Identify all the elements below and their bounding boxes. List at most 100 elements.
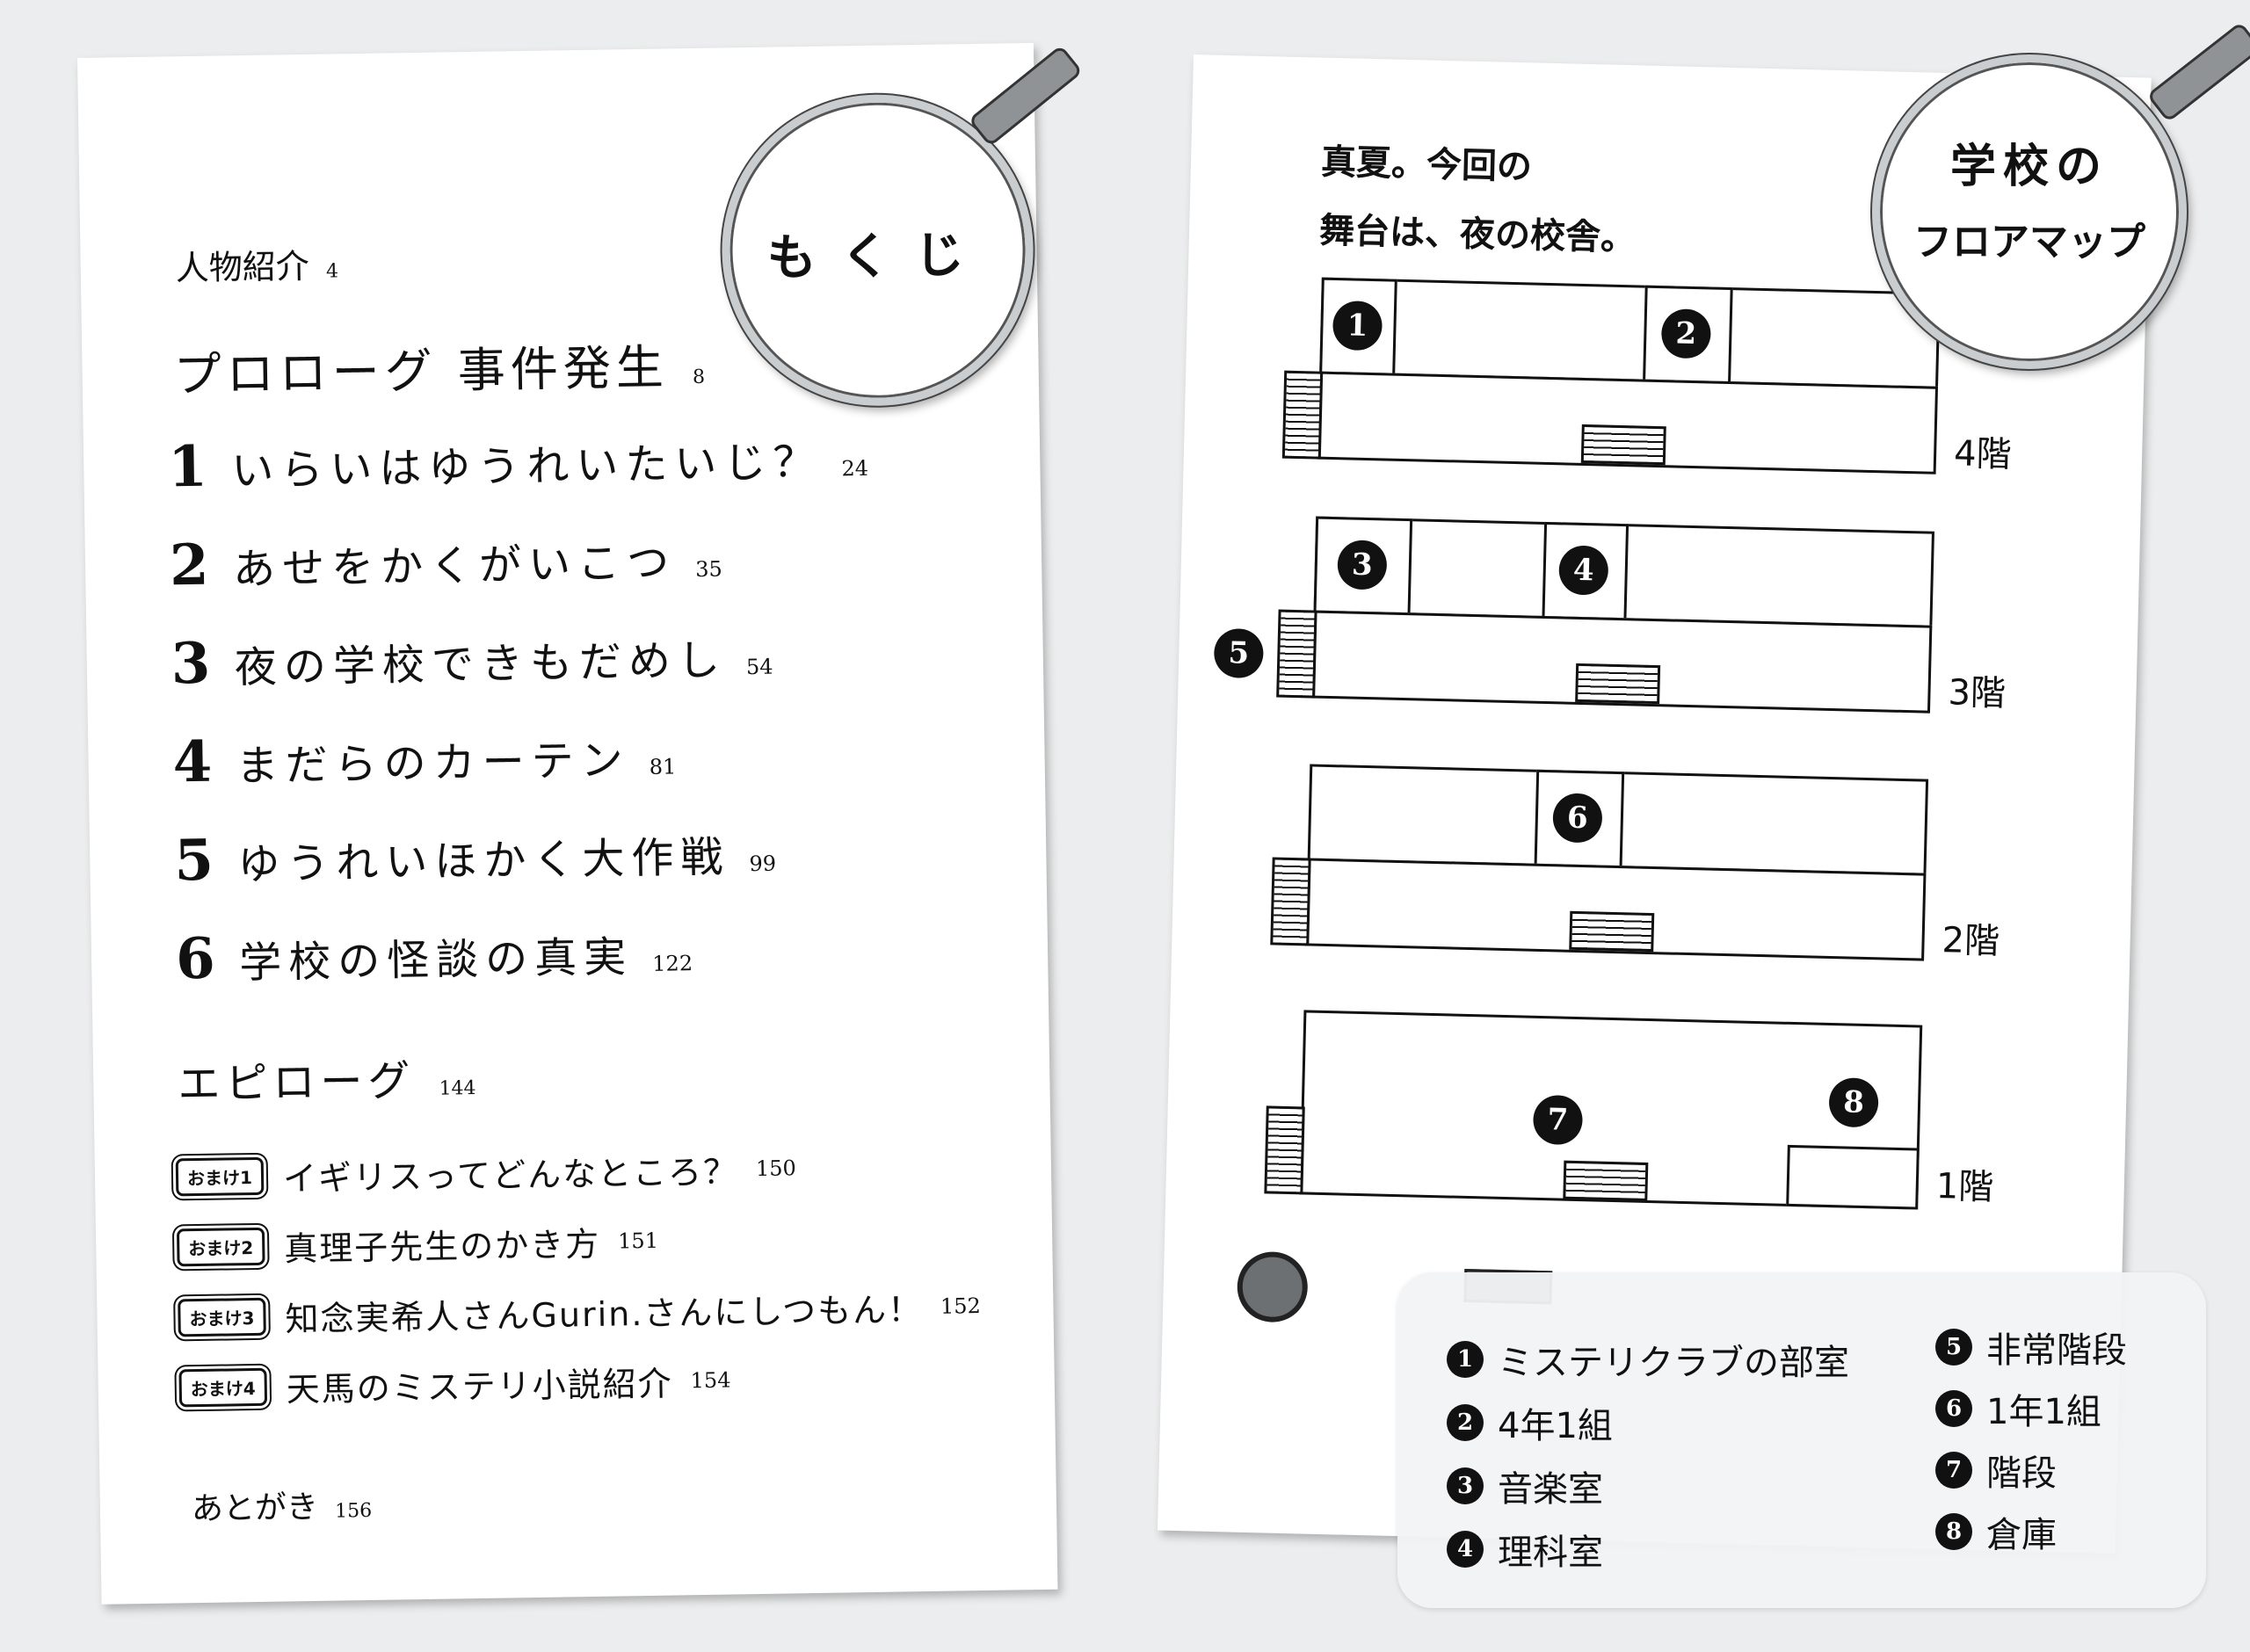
floor-4-rooms-row bbox=[1319, 277, 1941, 389]
stair-icon bbox=[1580, 424, 1666, 466]
toc-extras-list: おまけ1 イギリスってどんなところ？ 150 おまけ2 真理子先生のかき方 15… bbox=[175, 1140, 1024, 1443]
floor-2: 6 2階 bbox=[1270, 763, 2000, 964]
chapter-number: 3 bbox=[171, 630, 211, 698]
map-intro-line-1: 真夏。今回の bbox=[1320, 141, 1533, 188]
map-legend: 1 ミステリクラブの部室 2 4年1組 3 音楽室 4 理科室 5 非常階段 6… bbox=[1397, 1272, 2206, 1608]
toc-afterword: あとがき 156 bbox=[191, 1481, 373, 1529]
magnifier-handle-icon bbox=[968, 44, 1084, 148]
legend-text: 理科室 bbox=[1498, 1532, 1603, 1573]
manhole-icon bbox=[1236, 1250, 1309, 1323]
floor-3-label: 3階 bbox=[1947, 672, 2007, 714]
chapter-title: 学校の怪談の真実 bbox=[238, 932, 634, 989]
legend-item-8: 8 倉庫 bbox=[1935, 1506, 2057, 1557]
chapter-title: ゆうれいほかく大作戦 bbox=[237, 832, 730, 890]
toc-intro: 人物紹介 4 bbox=[175, 238, 338, 289]
stair-icon bbox=[1264, 1105, 1305, 1195]
legend-text: 階段 bbox=[1986, 1453, 2057, 1494]
chapter-number: 2 bbox=[169, 532, 210, 599]
stair-icon bbox=[1575, 663, 1661, 705]
legend-text: 1年1組 bbox=[1986, 1392, 2101, 1432]
chapter-title: あせをかくがいこつ bbox=[232, 538, 677, 595]
legend-marker: 1 bbox=[1447, 1341, 1484, 1378]
toc-intro-page: 4 bbox=[325, 260, 339, 283]
stair-icon bbox=[1563, 1160, 1649, 1202]
chapter-page: 54 bbox=[745, 654, 773, 680]
map-heading-line-2: フロアマップ bbox=[1913, 220, 2145, 264]
map-intro: 真夏。今回の 舞台は、夜の校舎。 bbox=[1318, 128, 1638, 273]
chapter-title: 夜の学校できもだめし bbox=[234, 635, 728, 693]
toc-prologue-page: 8 bbox=[692, 366, 706, 389]
toc-extra-3[interactable]: おまけ3 知念実希人さんGurin.さんにしつもん！ 152 bbox=[178, 1281, 981, 1342]
extra-badge: おまけ3 bbox=[178, 1297, 266, 1337]
toc-chapter-1[interactable]: 1 いらいはゆうれいたいじ？ 24 bbox=[168, 424, 869, 501]
chapter-title: まだらのカーテン bbox=[236, 735, 631, 792]
legend-item-4: 4 理科室 bbox=[1447, 1524, 1603, 1575]
toc-afterword-page: 156 bbox=[334, 1499, 373, 1523]
toc-prologue-title: プロローグ 事件発生 bbox=[173, 339, 670, 403]
toc-extra-4[interactable]: おまけ4 天馬のミステリ小説紹介 154 bbox=[178, 1356, 731, 1413]
legend-marker: 6 bbox=[1935, 1390, 1972, 1427]
extra-title: 天馬のミステリ小説紹介 bbox=[286, 1364, 674, 1409]
extra-badge: おまけ4 bbox=[178, 1367, 268, 1408]
legend-text: 音楽室 bbox=[1498, 1469, 1603, 1510]
legend-marker: 5 bbox=[1935, 1329, 1972, 1366]
legend-item-6: 6 1年1組 bbox=[1935, 1383, 2101, 1434]
legend-text: 4年1組 bbox=[1498, 1406, 1613, 1446]
extra-badge: おまけ2 bbox=[176, 1227, 265, 1267]
chapter-number: 4 bbox=[172, 728, 213, 796]
map-heading-line-1: 学校の bbox=[1949, 141, 2108, 193]
toc-epilogue: エピローグ 144 bbox=[178, 1045, 476, 1111]
legend-item-1: 1 ミステリクラブの部室 bbox=[1447, 1334, 1849, 1385]
legend-marker: 8 bbox=[1935, 1513, 1972, 1550]
floor-4: 1 2 4階 bbox=[1281, 277, 2012, 478]
toc-extra-2[interactable]: おまけ2 真理子先生のかき方 151 bbox=[176, 1216, 659, 1272]
chapter-number: 5 bbox=[173, 827, 214, 895]
toc-epilogue-page: 144 bbox=[439, 1077, 476, 1100]
stair-icon bbox=[1270, 857, 1311, 946]
toc-chapter-5[interactable]: 5 ゆうれいほかく大作戦 99 bbox=[174, 819, 777, 895]
floor-3: 3 4 5 3階 bbox=[1213, 516, 2007, 717]
extra-badge: おまけ1 bbox=[175, 1156, 265, 1197]
extra-page: 152 bbox=[940, 1293, 981, 1319]
toc-chapter-4[interactable]: 4 まだらのカーテン 81 bbox=[172, 721, 677, 796]
magnifier-lens-map: 学校の フロアマップ bbox=[1872, 54, 2187, 369]
floor-4-label: 4階 bbox=[1953, 433, 2013, 475]
extra-page: 150 bbox=[755, 1155, 796, 1181]
legend-text: 倉庫 bbox=[1986, 1515, 2057, 1555]
chapter-page: 24 bbox=[841, 455, 869, 482]
toc-chapter-6[interactable]: 6 学校の怪談の真実 122 bbox=[176, 918, 693, 993]
legend-item-7: 7 階段 bbox=[1935, 1445, 2057, 1496]
stair-icon bbox=[1281, 370, 1324, 460]
storage-room-box bbox=[1786, 1144, 1920, 1210]
legend-text: ミステリクラブの部室 bbox=[1498, 1343, 1849, 1383]
extra-title: イギリスってどんなところ？ bbox=[282, 1152, 739, 1199]
toc-page: もくじ 人物紹介 4 プロローグ 事件発生 8 1 いらいはゆうれいたいじ？ 2… bbox=[77, 42, 1084, 1605]
toc-chapter-3[interactable]: 3 夜の学校できもだめし 54 bbox=[171, 622, 773, 698]
extra-page: 151 bbox=[617, 1228, 659, 1254]
toc-chapter-list: 1 いらいはゆうれいたいじ？ 24 2 あせをかくがいこつ 35 3 夜の学校で… bbox=[168, 422, 969, 1067]
legend-marker: 2 bbox=[1447, 1404, 1484, 1441]
extra-title: 知念実希人さんGurin.さんにしつもん！ bbox=[285, 1290, 924, 1339]
stair-icon bbox=[1569, 910, 1655, 953]
floor-1-label: 1階 bbox=[1935, 1166, 1994, 1208]
toc-extra-1[interactable]: おまけ1 イギリスってどんなところ？ 150 bbox=[175, 1143, 797, 1201]
legend-item-2: 2 4年1組 bbox=[1447, 1397, 1613, 1448]
stair-icon bbox=[1276, 609, 1317, 699]
legend-marker: 3 bbox=[1447, 1467, 1484, 1504]
chapter-page: 35 bbox=[695, 556, 723, 583]
chapter-title: いらいはゆうれいたいじ？ bbox=[230, 437, 823, 496]
floor-2-label: 2階 bbox=[1942, 920, 2000, 962]
marker-5[interactable]: 5 bbox=[1213, 627, 1265, 679]
chapter-number: 1 bbox=[167, 433, 208, 501]
toc-heading: もくじ bbox=[766, 226, 990, 287]
extra-title: 真理子先生のかき方 bbox=[283, 1224, 601, 1269]
toc-afterword-title: あとがき bbox=[191, 1489, 319, 1528]
chapter-page: 99 bbox=[749, 851, 777, 877]
map-intro-line-2: 舞台は、夜の校舎。 bbox=[1318, 210, 1637, 259]
legend-text: 非常階段 bbox=[1986, 1330, 2127, 1371]
toc-chapter-2[interactable]: 2 あせをかくがいこつ 35 bbox=[170, 525, 723, 599]
floor-1: 7 8 1階 bbox=[1264, 1009, 1994, 1219]
extra-page: 154 bbox=[690, 1367, 731, 1393]
legend-item-3: 3 音楽室 bbox=[1447, 1460, 1603, 1511]
legend-marker: 4 bbox=[1447, 1531, 1484, 1568]
